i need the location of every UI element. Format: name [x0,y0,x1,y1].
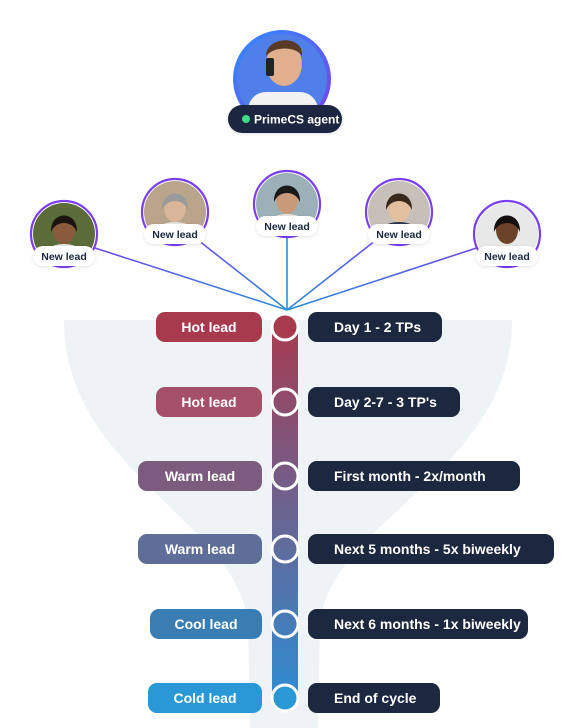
schedule-pill [308,387,460,417]
new-lead-card[interactable]: New lead [29,199,99,276]
new-lead-card[interactable]: New lead [252,169,322,246]
lead-label-pill [476,246,538,266]
schedule-label: End of cycle [334,690,417,706]
stage-row: Warm lead First month - 2x/month [138,461,520,491]
stage-node [270,534,300,564]
lead-label-pill [33,246,95,266]
stage-row: Warm lead Next 5 months - 5x biweekly [138,534,554,564]
schedule-label: Next 6 months - 1x biweekly [334,616,521,632]
schedule-label: Day 1 - 2 TPs [334,319,421,335]
schedule-pill [308,312,442,342]
lead-label: New lead [484,251,530,263]
stage-row: Cool lead Next 6 months - 1x biweekly [150,609,528,639]
stage-row: Hot lead Day 1 - 2 TPs [156,312,442,342]
lead-status-pill [138,534,262,564]
lead-connector-line [286,237,508,311]
schedule-pill [308,609,528,639]
stage-row: Hot lead Day 2-7 - 3 TP's [156,387,460,417]
funnel-track [272,320,298,712]
lead-label: New lead [376,229,422,241]
stage-node [270,683,300,713]
schedule-label: Next 5 months - 5x biweekly [334,541,521,557]
stage-row: Cold lead End of cycle [148,683,440,713]
agent: PrimeCS agent [228,30,342,133]
stage-node [270,461,300,491]
lead-status-pill [156,387,262,417]
agent-badge: PrimeCS agent [228,105,342,133]
lead-label-pill [368,224,430,244]
new-lead-card[interactable]: New lead [140,177,210,254]
online-status-dot [242,115,250,123]
lead-label-pill [256,216,318,236]
lead-status-pill [150,609,262,639]
lead-status-label: Cool lead [174,616,237,632]
lead-status-label: Cold lead [173,690,236,706]
new-lead-card[interactable]: New lead [472,199,542,276]
lead-status-pill [138,461,262,491]
stage-node [270,312,300,342]
lead-connector-line [63,237,288,311]
lead-label-pill [144,224,206,244]
stage-node [270,609,300,639]
schedule-pill [308,683,440,713]
agent-label: PrimeCS agent [254,113,339,127]
schedule-label: First month - 2x/month [334,468,486,484]
lead-status-pill [156,312,262,342]
schedule-pill [308,534,554,564]
lead-status-pill [148,683,262,713]
lead-label: New lead [264,221,310,233]
lead-status-label: Hot lead [181,394,236,410]
stage-node [270,387,300,417]
phone-icon [266,58,274,76]
new-lead-card[interactable]: New lead [364,177,434,254]
schedule-label: Day 2-7 - 3 TP's [334,394,437,410]
lead-label: New lead [41,251,87,263]
lead-status-label: Hot lead [181,319,236,335]
lead-status-label: Warm lead [165,468,235,484]
lead-status-label: Warm lead [165,541,235,557]
lead-label: New lead [152,229,198,241]
schedule-pill [308,461,520,491]
